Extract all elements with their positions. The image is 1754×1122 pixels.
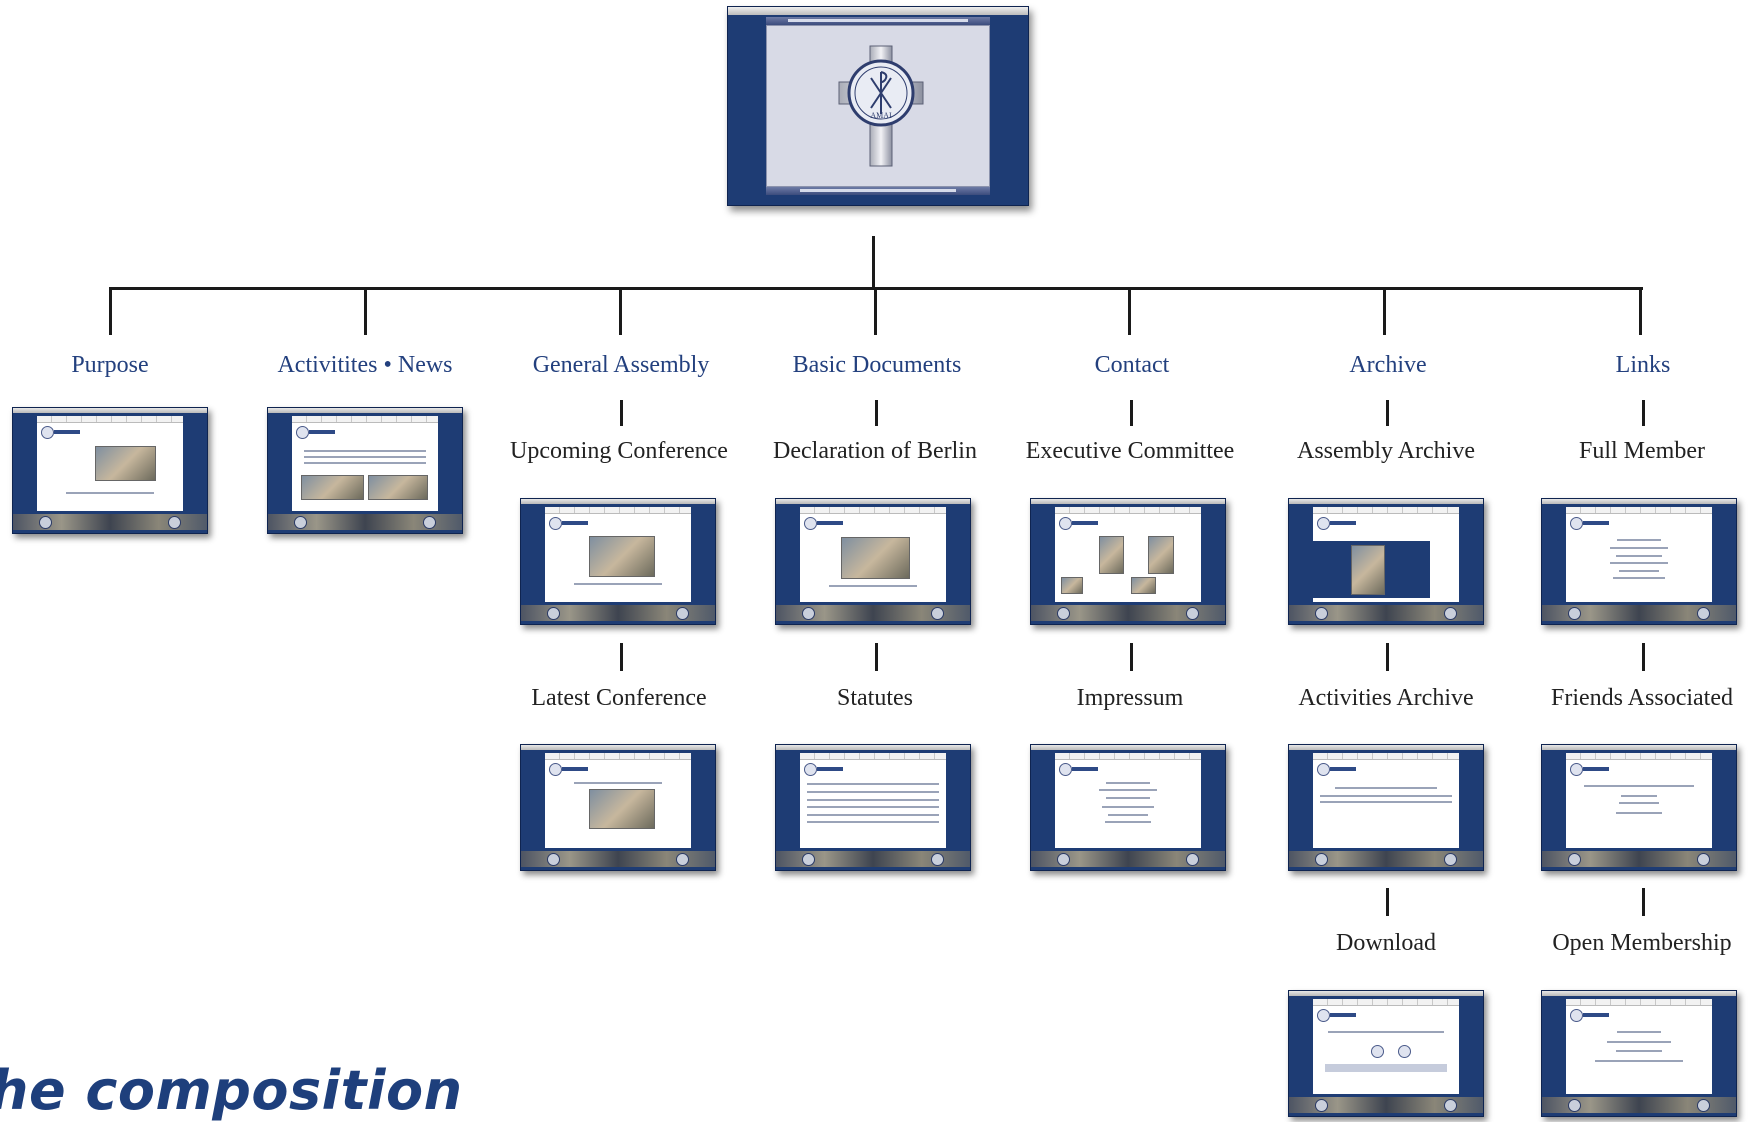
home-title-bar [766,17,990,25]
activities-thumbnail [267,407,463,534]
child-connector [1642,888,1645,916]
child-connector [620,643,623,671]
child-connector [875,400,878,426]
home-content: AMAI [766,25,990,187]
page-open-membership: Open Membership [1552,930,1732,956]
page-download: Download [1336,930,1436,956]
impressum-thumbnail [1030,744,1226,871]
upcoming-conference-thumbnail [520,498,716,625]
category-purpose: Purpose [71,352,149,378]
home-page-thumbnail: AMAI [727,6,1029,206]
page-friends-associated: Friends Associated [1551,685,1733,711]
branch-drop [364,287,367,335]
browser-chrome [728,7,1028,15]
page-executive-committee: Executive Committee [1025,438,1235,464]
home-footer-bar [766,187,990,195]
child-connector [1386,888,1389,916]
page-assembly-archive: Assembly Archive [1297,438,1475,464]
branch-drop [874,287,877,335]
child-connector [620,400,623,426]
executive-committee-thumbnail [1030,498,1226,625]
composition-heading: he composition [0,1059,463,1122]
statutes-thumbnail [775,744,971,871]
category-basic-documents: Basic Documents [792,352,962,378]
branch-drop [619,287,622,335]
category-activities-news: Activitites • News [277,352,453,378]
download-thumbnail [1288,990,1484,1117]
child-connector [1642,400,1645,426]
child-connector [875,643,878,671]
page-statutes: Statutes [837,685,913,711]
friends-associated-thumbnail [1541,744,1737,871]
page-full-member: Full Member [1579,438,1705,464]
category-contact: Contact [1094,352,1170,378]
activities-archive-thumbnail [1288,744,1484,871]
page-upcoming-conference: Upcoming Conference [510,438,728,464]
open-membership-thumbnail [1541,990,1737,1117]
branch-drop [1128,287,1131,335]
child-connector [1642,643,1645,671]
category-links: Links [1615,352,1671,378]
full-member-thumbnail [1541,498,1737,625]
cross-logo-icon: AMAI [838,45,924,167]
latest-conference-thumbnail [520,744,716,871]
branch-drop [1383,287,1386,335]
branch-drop [1639,287,1642,335]
purpose-thumbnail [12,407,208,534]
page-impressum: Impressum [1076,685,1184,711]
assembly-archive-thumbnail [1288,498,1484,625]
branch-drop [109,287,112,335]
page-declaration-of-berlin: Declaration of Berlin [773,438,977,464]
root-connector [872,236,875,288]
child-connector [1386,400,1389,426]
page-activities-archive: Activities Archive [1298,685,1474,711]
category-general-assembly: General Assembly [532,352,710,378]
child-connector [1130,400,1133,426]
svg-text:AMAI: AMAI [870,111,892,120]
category-archive: Archive [1349,352,1427,378]
child-connector [1130,643,1133,671]
page-latest-conference: Latest Conference [531,685,707,711]
child-connector [1386,643,1389,671]
declaration-thumbnail [775,498,971,625]
